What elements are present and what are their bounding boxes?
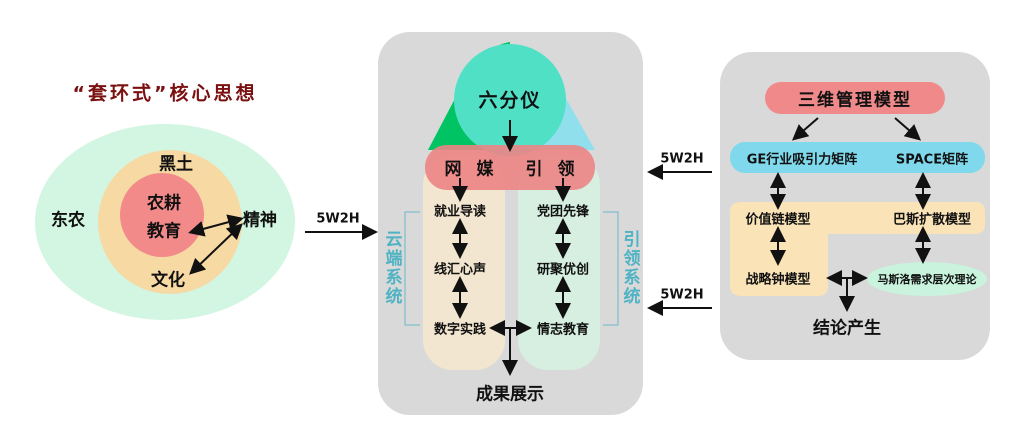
bar-char-3: 引 [525,159,543,180]
bar-char-2: 媒 [476,159,494,180]
bass-model: 巴斯扩散模型 [892,212,972,228]
right-item-2: 研聚优创 [536,262,590,278]
label-nonggeng: 农耕 [147,193,181,214]
ge-matrix: GE行业吸引力矩阵 [746,152,858,168]
sextant-label: 六分仪 [478,89,542,112]
label-jingshen: 精神 [243,210,277,231]
left-item-2: 线汇心声 [433,262,487,278]
model-title: 三维管理模型 [798,90,912,111]
cloud-system-label: 云端系统 [381,230,402,306]
value-chain: 价值链模型 [745,212,811,228]
strategy-clock: 战略钟模型 [745,272,811,288]
label-jiaoyu: 教育 [147,221,181,242]
arrow-label-2: 5W2H [660,151,704,167]
left-item-3: 数字实践 [433,322,487,338]
inner-ring [120,173,204,257]
arrow-label-1: 5W2H [316,211,360,227]
right-item-3: 情志教育 [536,322,590,338]
core-title: “套环式”核心思想 [72,82,258,105]
label-dongnong: 东农 [51,210,85,231]
right-item-1: 党团先锋 [536,204,590,220]
left-item-1: 就业导读 [433,204,487,220]
bar-char-4: 领 [557,159,575,180]
maslow-theory: 马斯洛需求层次理论 [877,273,977,286]
space-matrix: SPACE矩阵 [895,152,969,168]
label-heitu: 黑土 [159,154,193,175]
lead-system-label: 引领系统 [619,230,640,306]
result-label: 成果展示 [476,384,544,405]
bar-char-1: 网 [444,159,462,180]
label-wenhua: 文化 [151,270,185,291]
conclusion-label: 结论产生 [813,318,881,339]
arrow-label-3: 5W2H [660,287,704,303]
